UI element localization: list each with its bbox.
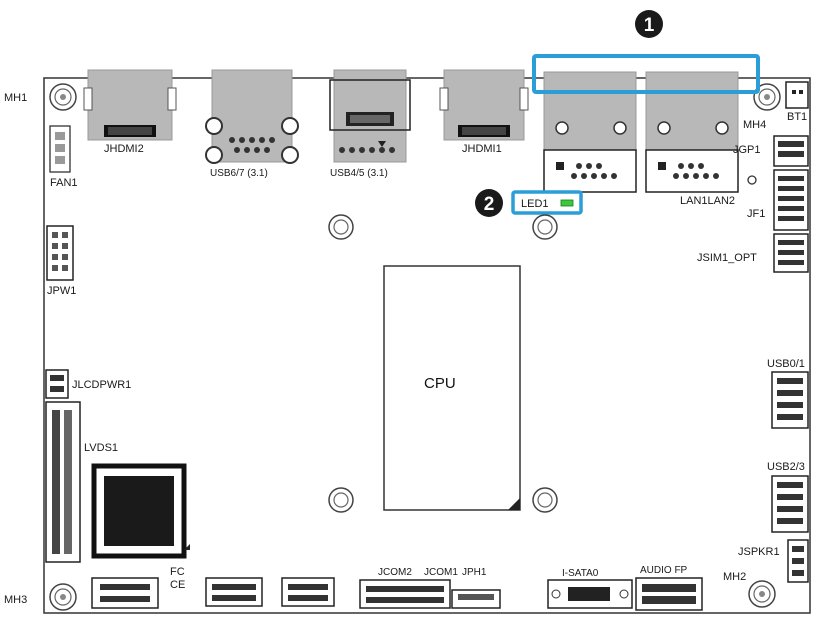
label-jpw1: JPW1 <box>47 285 76 297</box>
bottom-connector-2 <box>205 577 263 607</box>
label-jf1: JF1 <box>747 208 765 220</box>
callout-1-number: 1 <box>644 15 655 36</box>
label-mh3: MH3 <box>4 594 27 606</box>
io-controller-chip <box>91 463 190 559</box>
label-audiofp: AUDIO FP <box>640 565 688 576</box>
mounting-hole-mh3 <box>49 583 77 611</box>
label-jcom1: JCOM1 <box>424 567 458 578</box>
label-usb01: USB0/1 <box>767 358 805 370</box>
jsim1-header <box>773 233 809 273</box>
label-lvds1: LVDS1 <box>84 442 118 454</box>
jspkr1-header <box>787 539 809 583</box>
label-lan1lan2: LAN1LAN2 <box>680 195 735 207</box>
label-isata0: I-SATA0 <box>562 568 599 579</box>
label-jcom2: JCOM2 <box>378 567 412 578</box>
mounting-hole-mh2 <box>748 580 776 608</box>
label-jspkr1: JSPKR1 <box>738 546 780 558</box>
label-ce: CE <box>170 579 185 591</box>
callout-2: 2 <box>475 189 503 217</box>
jhdmi1-port <box>439 69 529 141</box>
mounting-hole-mh4 <box>753 83 781 111</box>
label-led1: LED1 <box>521 198 549 210</box>
audio-fp-header <box>635 577 703 611</box>
fan1-header <box>49 125 71 173</box>
label-fan1: FAN1 <box>50 177 78 189</box>
label-mh1: MH1 <box>4 92 27 104</box>
highlight-led1 <box>511 190 583 215</box>
label-usb45: USB4/5 (3.1) <box>330 168 388 179</box>
lvds1-connector <box>45 401 81 563</box>
usb45-port <box>329 69 411 163</box>
label-mh2: MH2 <box>723 571 746 583</box>
mounting-hole-mh1 <box>49 83 77 111</box>
label-usb23: USB2/3 <box>767 461 805 473</box>
bottom-connector-3 <box>281 577 335 607</box>
jf1-header <box>773 169 809 231</box>
jph1-header <box>451 589 501 609</box>
jcom-connector <box>359 579 451 609</box>
highlight-lan-ports <box>532 54 760 94</box>
jlcdpwr1-header <box>45 369 69 399</box>
label-jlcdpwr1: JLCDPWR1 <box>72 379 131 391</box>
label-jhdmi1: JHDMI1 <box>462 143 502 155</box>
standoff-top-left <box>328 214 354 240</box>
label-jph1: JPH1 <box>462 567 487 578</box>
usb67-port <box>205 69 299 164</box>
bottom-connector-1 <box>91 577 159 609</box>
callout-1: 1 <box>635 10 663 38</box>
label-jsim1: JSIM1_OPT <box>697 252 757 264</box>
jhdmi2-port <box>83 69 177 141</box>
led1-indicator <box>560 199 574 207</box>
label-cpu: CPU <box>424 375 456 392</box>
jpw1-power-connector <box>46 225 74 281</box>
label-bt1: BT1 <box>787 111 807 123</box>
bt1-connector <box>785 81 809 109</box>
usb01-header <box>771 371 809 429</box>
cpu-chip <box>383 265 521 511</box>
ring-marker <box>747 175 757 185</box>
standoff-top-right <box>532 214 558 240</box>
callout-2-number: 2 <box>484 194 495 215</box>
label-fc: FC <box>170 566 185 578</box>
standoff-bottom-right <box>532 487 558 513</box>
label-jgp1: JGP1 <box>733 144 761 156</box>
label-jhdmi2: JHDMI2 <box>104 143 144 155</box>
usb23-header <box>771 475 809 533</box>
label-mh4: MH4 <box>743 119 766 131</box>
isata0-connector <box>547 579 633 609</box>
label-usb67: USB6/7 (3.1) <box>210 168 268 179</box>
standoff-bottom-left <box>328 487 354 513</box>
jgp1-header <box>773 135 809 167</box>
